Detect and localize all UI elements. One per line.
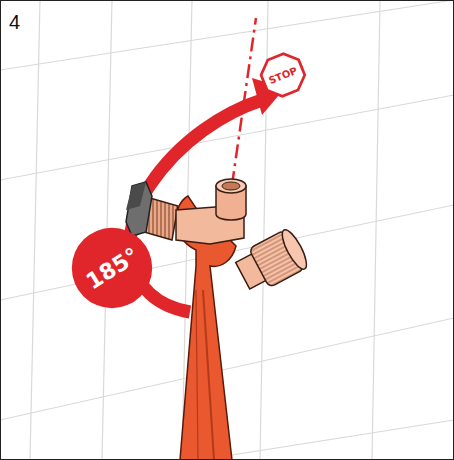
angle-badge: 185°: [71, 227, 153, 309]
step-number: 4: [9, 12, 20, 32]
stop-sign: STOP: [260, 53, 306, 97]
